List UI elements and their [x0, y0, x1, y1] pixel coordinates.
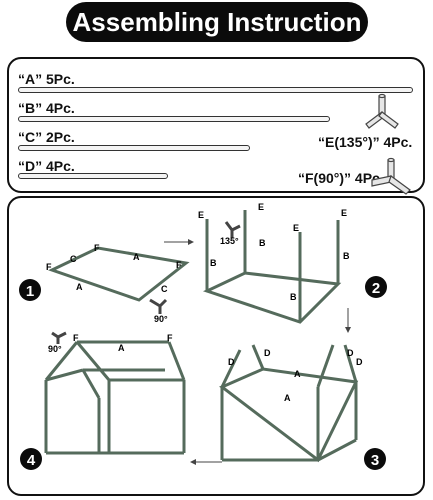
step2-label-e4: E — [341, 208, 347, 218]
step4-badge: 4 — [20, 448, 42, 470]
parts-list-panel — [7, 57, 425, 193]
step2-label-e1: E — [198, 210, 204, 220]
step2-frame — [202, 210, 342, 324]
step1-label-f2: F — [176, 260, 182, 270]
part-c-label: “C” 2Pc. — [18, 129, 75, 145]
step3-badge: 3 — [364, 448, 386, 470]
step3-label-d1: D — [228, 357, 235, 367]
step1-label-f3: F — [46, 262, 52, 272]
step4-label-f2: F — [167, 333, 173, 343]
step3-label-a1: A — [294, 369, 301, 379]
step2-label-b4: B — [290, 292, 297, 302]
step4-frame — [44, 340, 186, 455]
step2-label-e2: E — [258, 202, 264, 212]
step2-label-135: 135° — [220, 236, 239, 246]
assembly-steps-panel — [7, 196, 425, 496]
rod-d — [18, 173, 168, 179]
step1-label-f1: F — [94, 243, 100, 253]
step2-label-b1: B — [210, 258, 217, 268]
step1-label-c2: C — [161, 284, 168, 294]
step1-number: 1 — [26, 283, 34, 300]
step4-label-90: 90° — [48, 344, 62, 354]
step2-label-e3: E — [293, 223, 299, 233]
step1-corner-connector-icon — [149, 298, 168, 314]
rod-a — [18, 87, 413, 93]
step1-label-90: 90° — [154, 314, 168, 324]
step4-label-a: A — [118, 343, 125, 353]
step4-number: 4 — [27, 452, 36, 469]
rod-c — [18, 145, 250, 151]
connector-e-icon — [365, 93, 399, 129]
step2-number: 2 — [372, 280, 380, 297]
step3-label-d4: D — [356, 357, 363, 367]
step2-badge: 2 — [365, 276, 387, 298]
part-b-label: “B” 4Pc. — [18, 100, 75, 116]
step1-label-a1: A — [133, 252, 140, 262]
step2-connector-icon — [224, 221, 241, 238]
step3-label-d3: D — [347, 348, 354, 358]
step3-label-a2: A — [284, 393, 291, 403]
step2-label-b3: B — [343, 251, 350, 261]
step3-number: 3 — [371, 452, 379, 469]
step1-base-frame — [48, 246, 190, 302]
step1-badge: 1 — [19, 279, 41, 301]
part-f-label: “F(90°)” 4Pc. — [298, 170, 384, 186]
step2-label-b2: B — [259, 238, 266, 248]
step4-connector-icon — [51, 331, 67, 344]
part-e-label: “E(135°)” 4Pc. — [318, 134, 413, 150]
step4-label-f1: F — [73, 333, 79, 343]
connector-f-icon — [371, 157, 411, 195]
page-title: Assembling Instruction — [66, 2, 368, 42]
step3-label-d2: D — [264, 348, 271, 358]
step1-label-a2: A — [76, 282, 83, 292]
rod-b — [18, 116, 330, 122]
part-d-label: “D” 4Pc. — [18, 158, 75, 174]
step3-frame — [219, 344, 359, 463]
step1-label-c1: C — [70, 254, 77, 264]
part-a-label: “A” 5Pc. — [18, 71, 75, 87]
